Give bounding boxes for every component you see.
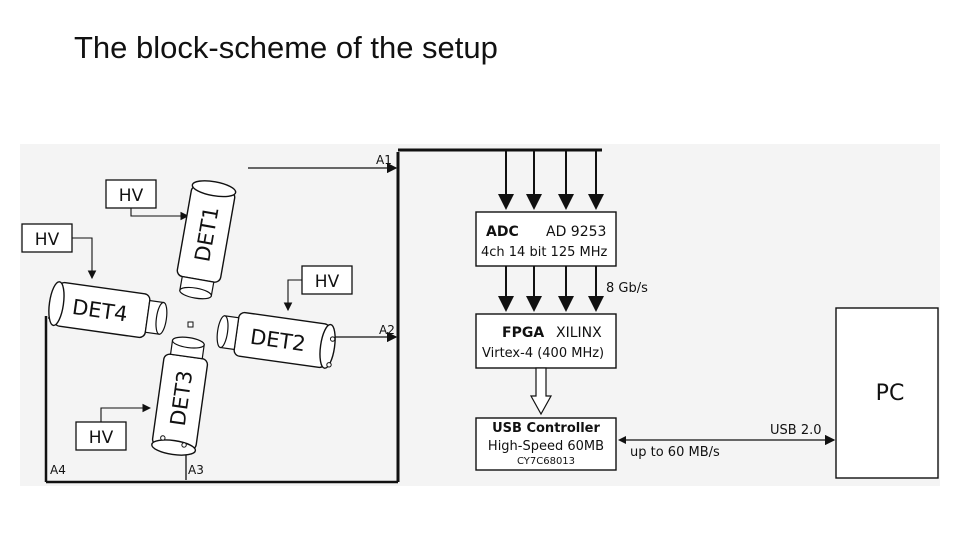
svg-text:HV: HV	[35, 230, 60, 250]
link-rate-label: 8 Gb/s	[606, 281, 648, 296]
signal-a1-label: A1	[376, 153, 392, 167]
adc-to-fpga-lines	[498, 266, 604, 312]
detector-det3: DET3	[151, 336, 209, 456]
fpga-block: FPGA XILINX Virtex-4 (400 MHz)	[475, 313, 617, 369]
svg-text:HV: HV	[315, 272, 340, 292]
fpga-vendor: XILINX	[556, 325, 602, 341]
detector-det1: DET1	[176, 180, 237, 300]
usb-controller-spec: High-Speed 60MB	[488, 439, 604, 454]
block-scheme-diagram: A1 A2 A3 A4 HV HV HV HV DET1	[20, 144, 940, 486]
pc-block: PC	[835, 307, 939, 479]
signal-a3-label: A3	[188, 463, 204, 477]
fpga-to-usb-arrow	[529, 367, 553, 416]
usb-controller-block: USB Controller High-Speed 60MB CY7C68013	[475, 417, 617, 471]
fpga-spec: Virtex-4 (400 MHz)	[482, 346, 604, 361]
adc-block: ADC AD 9253 4ch 14 bit 125 MHz	[475, 211, 617, 267]
hv-box-det2: HV	[283, 265, 353, 312]
hv-box-det4: HV	[21, 223, 97, 280]
usb-link-label: USB 2.0	[770, 423, 822, 438]
signal-a2-label: A2	[379, 323, 395, 337]
source-marker	[187, 321, 194, 328]
slide-title: The block-scheme of the setup	[74, 30, 498, 65]
svg-text:HV: HV	[89, 428, 114, 448]
usb-controller-chip: CY7C68013	[517, 456, 575, 467]
signal-a4-label: A4	[50, 463, 66, 477]
adc-model: AD 9253	[546, 224, 606, 240]
usb-controller-name: USB Controller	[492, 421, 600, 436]
adc-input-lines	[498, 150, 604, 210]
pc-label: PC	[876, 381, 905, 406]
fpga-name: FPGA	[502, 325, 544, 341]
usb-link-rate: up to 60 MB/s	[630, 445, 720, 460]
hv-box-det1: HV	[105, 179, 190, 221]
detector-det4: DET4	[48, 281, 168, 339]
adc-spec: 4ch 14 bit 125 MHz	[481, 245, 607, 260]
detector-det2: DET2	[216, 311, 336, 369]
adc-name: ADC	[486, 224, 519, 240]
svg-text:HV: HV	[119, 186, 144, 206]
usb-link-arrow-left	[618, 436, 626, 444]
hv-box-det3: HV	[75, 403, 152, 451]
